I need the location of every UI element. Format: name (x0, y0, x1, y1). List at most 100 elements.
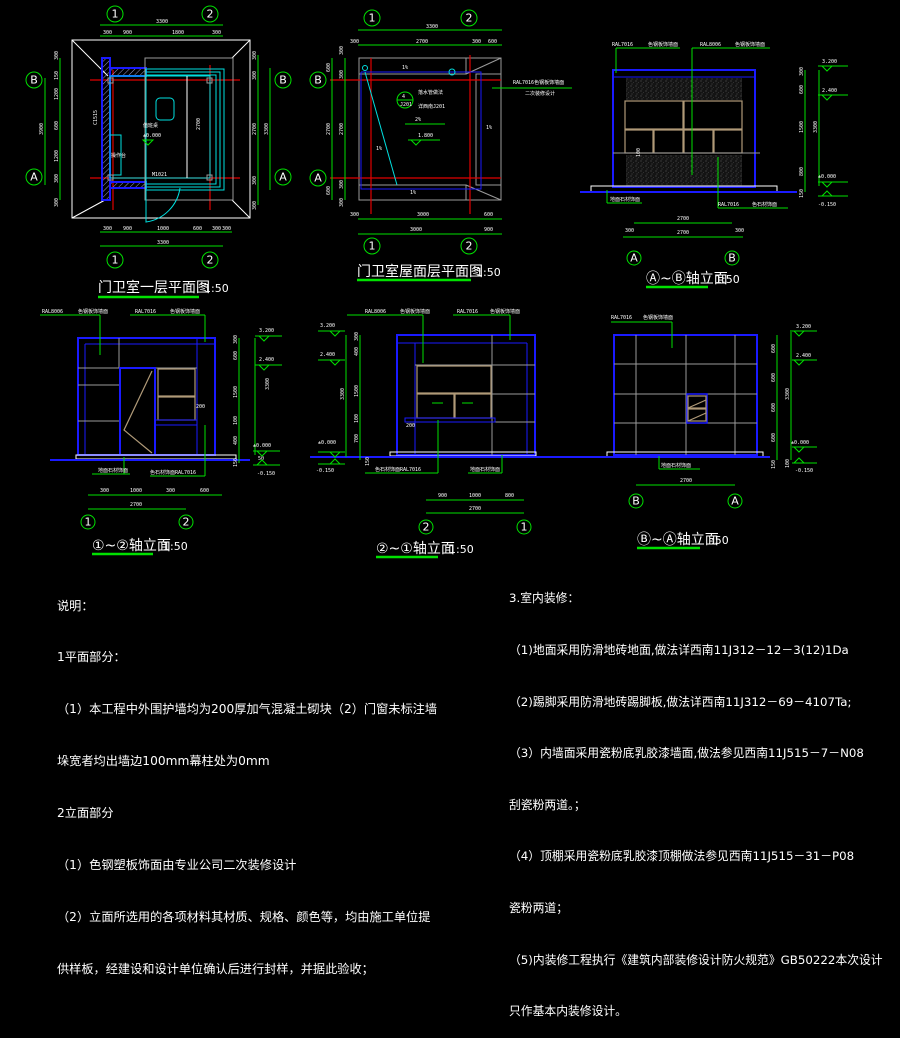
note-line: 1平面部分： (57, 650, 126, 665)
dim: 3300 (785, 388, 791, 400)
slope-label: 1% (376, 146, 382, 152)
drawing-scale: 1:50 (715, 273, 740, 286)
dim: 300 (252, 51, 258, 60)
dim: 3900 (39, 123, 45, 135)
cad-drawing-sheet: 值班桌 ±0.000 M1021 操作台 2700 C1515 3300 300… (25, 5, 848, 559)
material-callout: 色钢板饰墙面 (490, 308, 520, 315)
dim: 3300 (340, 388, 346, 400)
desk-label: 值班桌 (143, 122, 158, 129)
dim: 300 (252, 71, 258, 80)
dim: 3300 (265, 378, 271, 390)
dim: 2700 (252, 123, 258, 135)
note-line: 刮瓷粉两道。； (509, 797, 586, 812)
dim: 900 (123, 226, 132, 232)
counter (109, 134, 122, 176)
material-callout: 色石材饰面RAL7016 (375, 466, 421, 473)
slope-label: 1% (410, 190, 416, 196)
dim: 1200 (54, 150, 60, 162)
note-line: 供样板，经建设和设计单位确认后进行封样，并据此验收； (57, 961, 374, 976)
dim: 600 (771, 403, 777, 412)
detail-number: 4 (402, 94, 405, 100)
level-label: 1.800 (418, 133, 433, 139)
drawing-title: 门卫室一层平面图 (98, 279, 210, 296)
level-mark: -0.150 (316, 468, 334, 474)
dim: 2700 (326, 123, 332, 135)
dim: 3300 (426, 24, 438, 30)
interior-finish-notes: 3.室内装修： （1)地面采用防滑地砖地面,做法详西南11J312－12－3(1… (509, 556, 883, 1038)
dim: 300 (252, 176, 258, 185)
level-mark: 3.200 (320, 323, 335, 329)
axis-label: 1 (85, 516, 92, 529)
dim: 600 (771, 373, 777, 382)
level-mark: 3.200 (259, 328, 274, 334)
dim: 300 (103, 30, 112, 36)
drawing-scale: 1:50 (449, 543, 474, 556)
dim: 1200 (54, 88, 60, 100)
roof-outline (358, 57, 502, 201)
note-line: 3.室内装修： (509, 591, 580, 606)
level-mark: ±0.000 (818, 174, 836, 180)
note-line: （5)内装修工程执行《建筑内部装修设计防火规范》GB50222本次设计 (509, 952, 883, 967)
dim: 600 (771, 344, 777, 353)
dim: 200 (196, 404, 205, 410)
drawing-scale: 1:50 (476, 266, 501, 279)
material-callout: 地面石材饰面 (98, 467, 128, 474)
dim: 800 (799, 167, 805, 176)
dim: 300 (625, 228, 634, 234)
axis-label: 1 (369, 12, 376, 25)
level-mark: 2.400 (259, 357, 274, 363)
drain-icon (362, 65, 368, 71)
dim: 600 (326, 186, 332, 195)
axis-bubble (201, 5, 219, 23)
dim: 300 (233, 335, 239, 344)
dim: 1000 (157, 226, 169, 232)
axis-label: B (728, 252, 736, 265)
detail-ref: J201 (400, 102, 412, 108)
dim: 300 (54, 198, 60, 207)
material-callout: RAL8006 (700, 42, 721, 48)
axis-label: B (314, 74, 322, 87)
level-mark: -0.150 (818, 202, 836, 208)
note-line: 瓷粉两道； (509, 901, 568, 916)
west-wall (101, 57, 111, 201)
material-callout: RAL8006 (365, 309, 386, 315)
dim: 300 (100, 488, 109, 494)
material-callout: 地面石材饰面 (470, 466, 500, 473)
dim: 50 (258, 456, 264, 462)
dim: 300 (222, 226, 231, 232)
note-line: （2）立面所选用的各项材料其材质、规格、颜色等，均由施工单位提 (57, 909, 431, 924)
elevation-1-2: RAL8006 色钢板饰墙面 RAL7016 色钢板饰墙面 地面石材饰面 色石材… (40, 308, 282, 556)
dim: 200 (406, 423, 415, 429)
dim: 300 (339, 70, 345, 79)
axis-bubble (274, 168, 292, 186)
pipe-label: 落水管做法 (418, 89, 443, 96)
dim: 300 (212, 226, 221, 232)
roof-outline (71, 39, 251, 219)
axis-label: 2 (466, 12, 473, 25)
material-callout: RAL7016 (135, 309, 156, 315)
level-mark: ±0.000 (791, 440, 809, 446)
material-callout: RAL7016 (457, 309, 478, 315)
dim: 3300 (156, 19, 168, 25)
dim: 300 (212, 30, 221, 36)
drain-icon (448, 68, 456, 76)
dim: 900 (438, 493, 447, 499)
dim: 2700 (130, 502, 142, 508)
note-line: （1)地面采用防滑地砖地面,做法详西南11J312－12－3(12)1Da (509, 643, 849, 658)
axis-label: 2 (183, 516, 190, 529)
material-callout: 二次装修设计 (525, 90, 555, 97)
dim: 1000 (130, 488, 142, 494)
dim: 100 (636, 148, 642, 157)
axis-bubble (25, 168, 43, 186)
note-line: （1）色钢塑板饰面由专业公司二次装修设计 (57, 858, 297, 873)
dim: 1500 (799, 121, 805, 133)
material-callout: 色钢板饰墙面 (648, 41, 678, 48)
note-line: （4）顶棚采用瓷粉底乳胶漆顶棚做法参见西南11J515－31－P08 (509, 849, 855, 864)
dim: 150 (771, 460, 777, 469)
axis-label: 1 (112, 254, 119, 267)
level-mark: ±0.000 (318, 440, 336, 446)
level-mark: -0.150 (795, 468, 813, 474)
material-callout: 色钢板饰墙面 (735, 41, 765, 48)
axis-bubble (274, 71, 292, 89)
drawing-title: ②~①轴立面 (376, 541, 455, 557)
